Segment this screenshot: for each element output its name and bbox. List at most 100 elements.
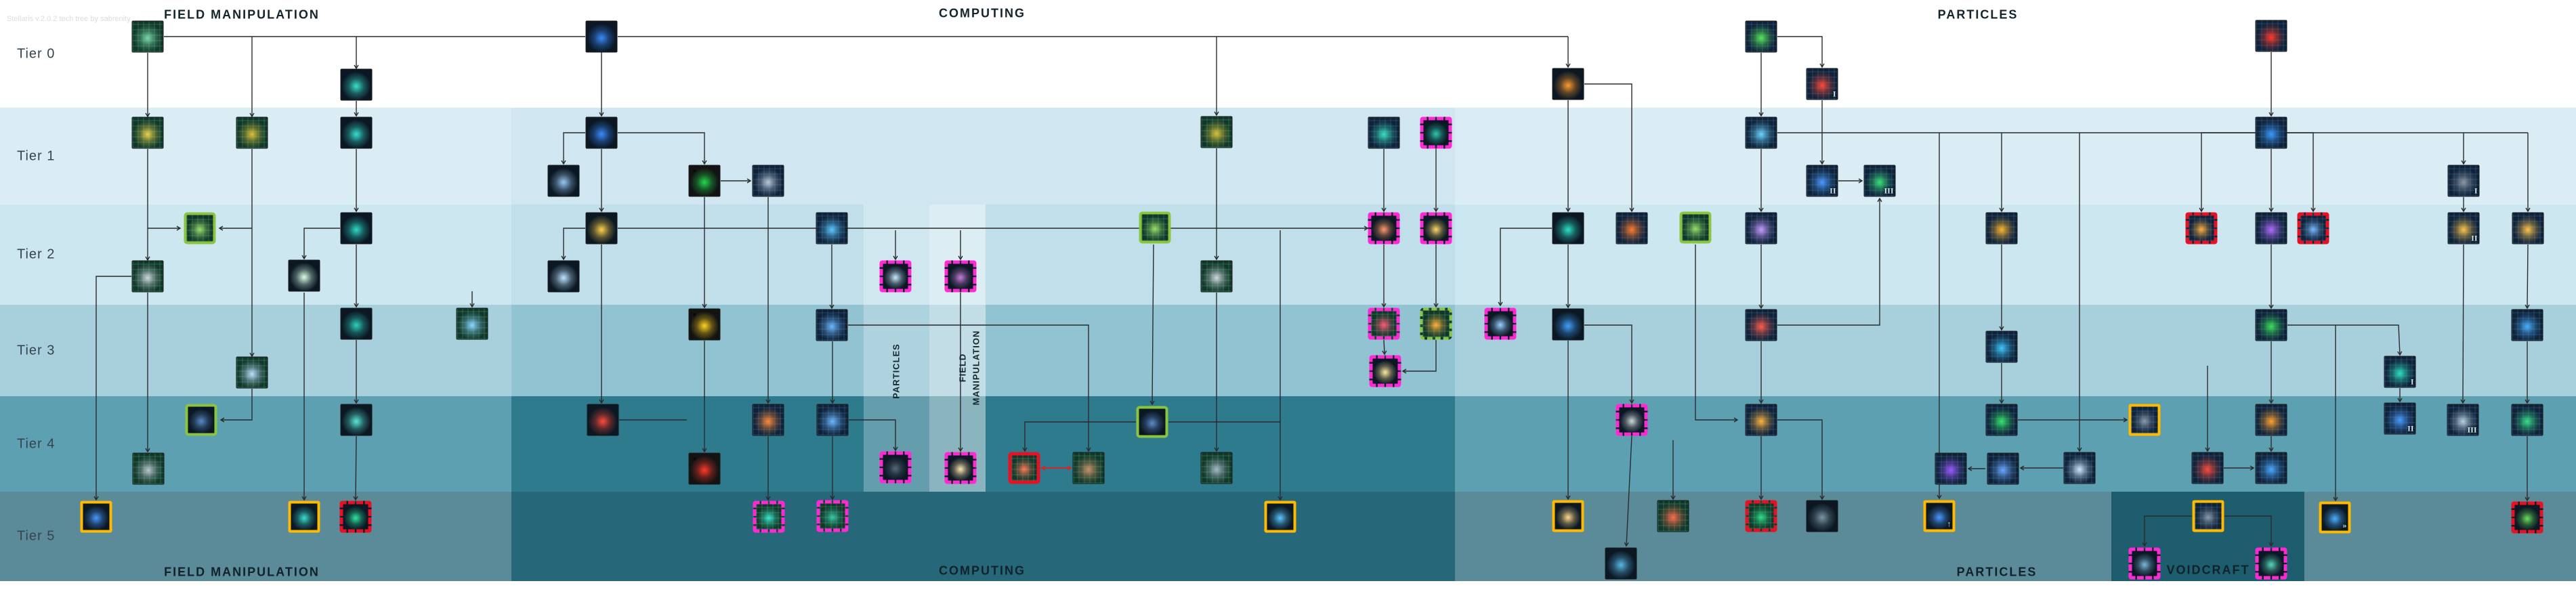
tech-node[interactable]	[585, 116, 618, 149]
tech-node[interactable]	[236, 356, 268, 389]
tech-node[interactable]	[1987, 452, 2019, 485]
tech-node[interactable]	[131, 20, 164, 53]
tech-node[interactable]	[1368, 116, 1400, 149]
tech-node[interactable]	[1136, 406, 1168, 438]
tech-node[interactable]	[879, 451, 912, 484]
tech-node[interactable]: I	[2447, 165, 2480, 197]
tech-node[interactable]	[2185, 212, 2218, 244]
tech-node[interactable]	[1552, 212, 1584, 244]
tech-node[interactable]	[1745, 500, 1777, 532]
tech-node[interactable]	[585, 212, 618, 244]
tech-node[interactable]	[752, 165, 784, 197]
tech-node[interactable]	[2512, 212, 2544, 244]
tech-node[interactable]	[2255, 20, 2287, 52]
tech-node[interactable]	[1745, 309, 1777, 341]
tech-node[interactable]	[1745, 20, 1777, 53]
tech-node[interactable]	[340, 212, 373, 244]
tech-node[interactable]	[1985, 404, 2018, 436]
tech-node[interactable]	[1200, 116, 1233, 148]
tech-node[interactable]	[1679, 211, 1712, 244]
tech-node[interactable]	[816, 309, 848, 341]
tech-node[interactable]	[2192, 500, 2224, 532]
tech-node[interactable]	[1745, 212, 1777, 244]
tech-node[interactable]	[1657, 500, 1689, 532]
tech-node[interactable]	[1008, 452, 1040, 484]
tech-node[interactable]	[587, 404, 619, 436]
tech-node[interactable]	[2128, 404, 2161, 436]
tech-node[interactable]	[753, 501, 785, 533]
tech-node[interactable]	[2191, 452, 2224, 484]
tech-node[interactable]	[1552, 68, 1584, 100]
tech-node[interactable]: II	[2384, 402, 2416, 435]
tech-node[interactable]	[1200, 260, 1233, 293]
tech-node[interactable]	[2255, 309, 2287, 341]
tech-node[interactable]	[340, 116, 373, 149]
tech-node[interactable]	[547, 260, 580, 293]
tech-node[interactable]: I	[2384, 356, 2416, 388]
tech-node[interactable]	[688, 308, 721, 341]
tech-node[interactable]	[1985, 331, 2018, 363]
tech-node[interactable]	[1552, 308, 1584, 341]
tech-node[interactable]	[944, 260, 977, 293]
tech-node[interactable]	[1420, 116, 1452, 149]
tech-node[interactable]	[2511, 309, 2543, 341]
tech-node[interactable]	[1745, 404, 1777, 436]
tech-node[interactable]	[1935, 452, 1967, 485]
tech-node[interactable]	[2128, 547, 2161, 580]
tech-node[interactable]	[1552, 500, 1584, 532]
tech-node[interactable]	[2063, 452, 2096, 484]
tech-node[interactable]	[1806, 500, 1838, 532]
tech-node[interactable]	[456, 307, 488, 340]
tech-node[interactable]	[2511, 404, 2543, 436]
tech-node[interactable]	[288, 259, 320, 292]
tech-node[interactable]	[2255, 404, 2287, 436]
tech-node[interactable]	[879, 260, 912, 293]
tech-node[interactable]	[1484, 307, 1517, 340]
tech-node[interactable]	[1368, 307, 1400, 340]
tech-node[interactable]: III	[1863, 165, 1896, 197]
tech-node[interactable]: II	[2447, 212, 2480, 244]
tech-node[interactable]	[688, 452, 721, 485]
tech-node[interactable]	[752, 404, 784, 436]
tech-node[interactable]	[132, 452, 165, 485]
tech-node[interactable]	[340, 68, 373, 101]
tech-node[interactable]	[184, 212, 216, 244]
tech-node[interactable]	[1745, 116, 1777, 149]
tech-node[interactable]: III	[2447, 404, 2479, 436]
tech-node[interactable]	[131, 260, 164, 293]
tech-node[interactable]	[2297, 212, 2329, 244]
tech-node[interactable]	[944, 452, 977, 484]
tech-node[interactable]: »	[2319, 501, 2351, 534]
tech-node[interactable]	[1139, 211, 1171, 244]
tech-node[interactable]	[340, 307, 373, 340]
tech-node[interactable]	[1985, 212, 2018, 244]
tech-node[interactable]	[1616, 404, 1648, 436]
tech-node[interactable]	[131, 116, 164, 149]
tech-node[interactable]	[1616, 212, 1648, 244]
tech-node[interactable]	[1264, 501, 1296, 533]
tech-node[interactable]	[816, 212, 848, 244]
tech-node[interactable]	[816, 404, 849, 436]
tech-node[interactable]	[1072, 452, 1105, 484]
tech-node[interactable]	[80, 501, 112, 533]
tech-node[interactable]	[2255, 116, 2287, 149]
tech-node[interactable]	[2255, 212, 2287, 244]
tech-node[interactable]: II	[1806, 165, 1838, 197]
tech-node[interactable]	[2255, 547, 2287, 580]
tech-node[interactable]: ↑	[1923, 500, 1956, 532]
tech-node[interactable]	[1369, 355, 1401, 387]
tech-node[interactable]	[339, 501, 372, 533]
tech-node[interactable]	[816, 500, 849, 532]
tech-node[interactable]	[1420, 212, 1452, 244]
tech-node[interactable]	[585, 20, 618, 53]
tech-node[interactable]	[340, 404, 373, 436]
tech-node[interactable]	[288, 501, 320, 533]
tech-node[interactable]	[185, 404, 217, 436]
tech-node[interactable]	[1605, 547, 1637, 580]
tech-node[interactable]	[2511, 501, 2543, 534]
tech-node[interactable]	[1368, 212, 1400, 244]
tech-node[interactable]	[2255, 452, 2287, 484]
tech-node[interactable]	[1420, 307, 1452, 340]
tech-node[interactable]	[688, 165, 721, 197]
tech-node[interactable]: I	[1806, 68, 1838, 100]
